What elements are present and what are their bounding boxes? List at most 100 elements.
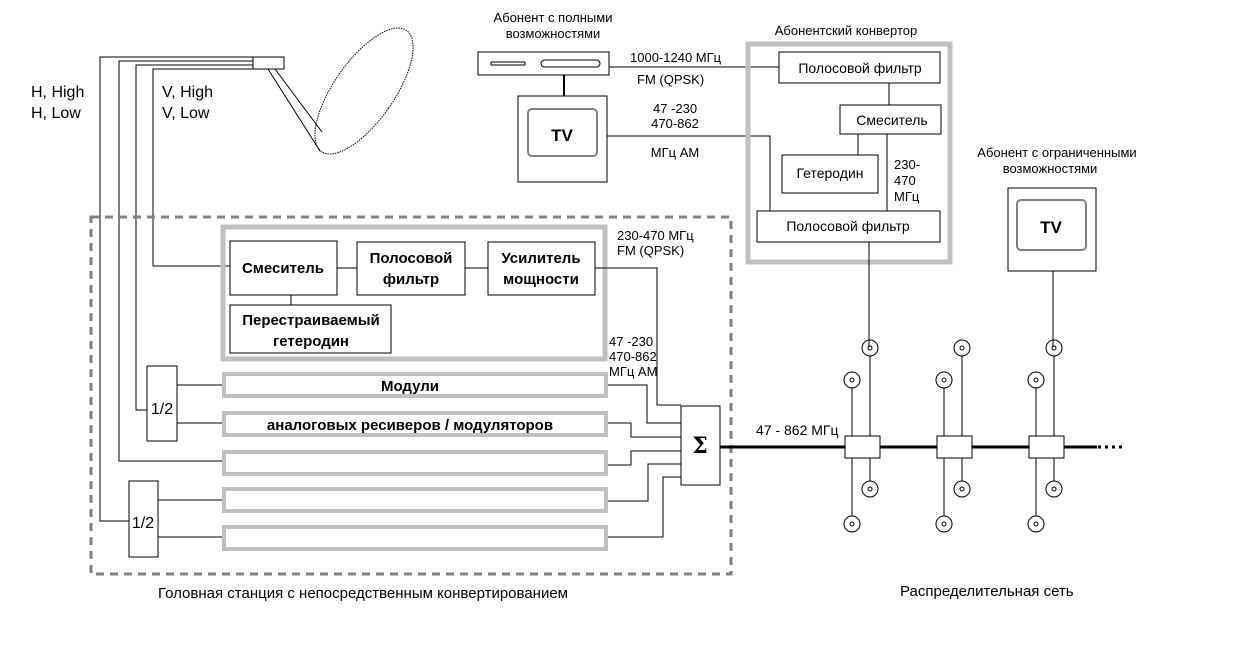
outlet-socket-pin <box>849 377 855 383</box>
sigma-icon: Σ <box>692 433 708 459</box>
outlet-socket-pin <box>1033 377 1039 383</box>
module-bar <box>222 411 608 437</box>
power-amplifier <box>487 241 596 296</box>
outlet-socket-icon <box>1027 371 1045 389</box>
outlet-socket-pin <box>867 345 873 351</box>
converter-freq-3: МГц <box>894 189 920 204</box>
tunable-oscillator-label-2: гетеродин <box>273 333 349 350</box>
outlet-socket-icon <box>935 515 953 533</box>
fm-out-label-1: 230-470 МГц <box>617 228 694 243</box>
tap-box <box>936 435 973 459</box>
headend-bandpass-label-2: фильтр <box>383 271 439 288</box>
trunk-frequency-label: 47 - 862 МГц <box>756 422 839 438</box>
combiner <box>680 405 721 486</box>
splitter-1 <box>146 365 178 442</box>
cable-h-high <box>99 56 253 522</box>
converter-bandpass-bottom-label: Полосовой фильтр <box>786 218 909 234</box>
wire <box>608 384 681 424</box>
taps-group <box>843 339 1065 533</box>
am-out-label-3: МГц AM <box>609 364 657 379</box>
feed-arm <box>267 68 321 152</box>
headend-bandpass-filter <box>356 241 466 296</box>
cable-v-low <box>152 68 253 267</box>
lnb-block <box>252 56 285 70</box>
outlet-socket-icon <box>861 480 879 498</box>
converter-freq-1: 230- <box>894 157 920 172</box>
full-link-bottom-2: 470-862 <box>651 116 699 131</box>
tunable-oscillator <box>229 304 392 354</box>
wire <box>608 463 681 502</box>
full-subscriber-title-1: Абонент с полными <box>494 10 613 25</box>
wire <box>608 422 681 438</box>
converter-mixer <box>839 104 942 135</box>
h-high-label: H, High <box>31 84 84 101</box>
outlet-socket-pin <box>941 521 947 527</box>
outlet-socket-pin <box>959 345 965 351</box>
full-link-bottom-1: 47 -230 <box>653 101 697 116</box>
distribution-caption: Распределительная сеть <box>900 583 1074 600</box>
link-amp-combiner <box>595 267 681 406</box>
tv-screen-icon <box>1016 199 1087 251</box>
outlet-socket-icon <box>953 480 971 498</box>
converter-bandpass-top <box>778 51 941 84</box>
full-link-bottom-3: МГц AM <box>651 145 699 160</box>
module-label: аналоговых ресиверов / модуляторов <box>267 417 553 434</box>
link-tv-converter <box>607 135 771 213</box>
converter-oscillator-label: Гетеродин <box>797 165 864 181</box>
limited-subscriber-title-1: Абонент с ограниченными <box>977 145 1136 160</box>
converter-freq-2: 470 <box>894 173 916 188</box>
tunable-oscillator-label-1: Перестраиваемый <box>242 312 379 329</box>
headend-mixer-label: Смеситель <box>242 260 324 277</box>
subscriber-converter-frame <box>745 41 953 265</box>
am-out-label-2: 470-862 <box>609 349 657 364</box>
satellite-dish <box>252 27 414 155</box>
full-link-top-2: FM (QPSK) <box>637 72 704 87</box>
power-amplifier-label-2: мощности <box>503 271 579 288</box>
fm-out-label-2: FM (QPSK) <box>617 243 684 258</box>
splitter-2 <box>128 480 159 558</box>
wire <box>608 450 681 466</box>
cable-v-high <box>135 64 253 411</box>
set-top-box-slot <box>490 61 526 66</box>
converter-mixer-label: Смеситель <box>856 112 927 128</box>
outlet-socket-icon <box>1045 339 1063 357</box>
outlet-socket-icon <box>953 339 971 357</box>
power-amplifier-label-1: Усилитель <box>501 250 580 267</box>
splitter-2-label: 1/2 <box>132 515 154 532</box>
cable-h-low <box>118 60 253 462</box>
h-low-label: H, Low <box>31 105 81 122</box>
am-out-label-1: 47 -230 <box>609 334 653 349</box>
outlet-socket-pin <box>1051 345 1057 351</box>
converter-bandpass-top-label: Полосовой фильтр <box>798 60 921 76</box>
outlet-socket-pin <box>959 486 965 492</box>
tap-box <box>844 435 881 459</box>
converter-bandpass-bottom <box>756 210 941 243</box>
outlet-socket-icon <box>1045 480 1063 498</box>
splitter-1-label: 1/2 <box>151 401 173 418</box>
converter-oscillator <box>781 154 879 194</box>
outlet-socket-pin <box>867 486 873 492</box>
v-high-label: V, High <box>162 84 213 101</box>
module-bar <box>222 525 608 551</box>
feed-arm <box>274 68 323 133</box>
headend-caption: Головная станция с непосредственным конв… <box>158 585 568 602</box>
tv-screen-icon <box>527 108 598 157</box>
lnb-cables <box>99 56 253 522</box>
outlet-socket-icon <box>935 371 953 389</box>
headend-frame <box>89 215 733 576</box>
digital-converter-group <box>220 224 608 362</box>
outlet-socket-pin <box>1033 521 1039 527</box>
tv-limited-label: TV <box>1040 218 1062 237</box>
outlet-socket-icon <box>843 371 861 389</box>
full-link-top-1: 1000-1240 МГц <box>630 50 722 65</box>
combiner-inputs <box>608 384 681 538</box>
module-label: Модули <box>381 378 439 395</box>
headend-bandpass-label-1: Полосовой <box>370 250 453 267</box>
wire <box>608 476 681 538</box>
outlet-socket-pin <box>1051 486 1057 492</box>
v-low-label: V, Low <box>162 105 210 122</box>
outlet-socket-pin <box>849 521 855 527</box>
analog-modules: Модули аналоговых ресиверов / модуляторо… <box>222 372 608 551</box>
set-top-box-display <box>540 59 601 68</box>
